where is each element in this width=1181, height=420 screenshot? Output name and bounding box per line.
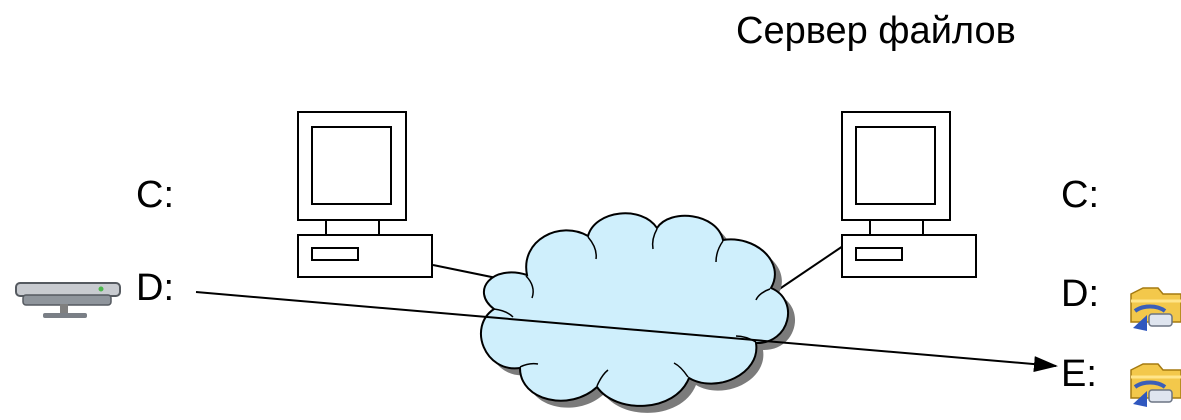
file-server-computer	[841, 111, 977, 278]
drive-mapping-arrow	[195, 291, 1058, 373]
server-title: Сервер файлов	[736, 10, 1016, 52]
left-drive-c-label: C:	[136, 174, 174, 216]
right-network-link	[771, 245, 844, 295]
right-drive-e-label: E:	[1061, 353, 1097, 395]
cloud-inner-arcs	[493, 228, 771, 387]
client-computer	[297, 111, 433, 278]
right-drive-c-label: C:	[1061, 174, 1099, 216]
network-cloud	[480, 212, 789, 407]
right-drive-d-label: D:	[1061, 273, 1099, 315]
left-drive-d-label: D:	[136, 267, 174, 309]
network-drive-icon	[15, 282, 121, 318]
shared-folder-icon	[1130, 287, 1181, 331]
shared-folder-icon	[1130, 363, 1181, 407]
